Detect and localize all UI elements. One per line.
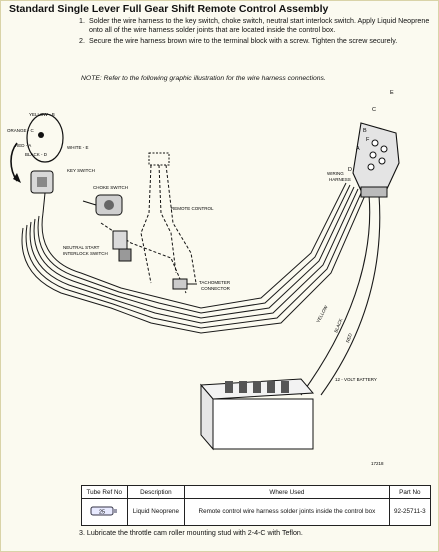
step-number: 1. [79,17,85,25]
description-cell: Liquid Neoprene [126,498,186,526]
column-header: Part No [388,485,432,499]
key-switch [26,113,64,214]
label-choke-switch: CHOKE SWITCH [93,185,128,190]
label-interlock-switch: INTERLOCK SWITCH [63,251,108,256]
label-red: RED - A [15,143,31,148]
step-1: 1. Solder the wire harness to the key sw… [79,17,431,35]
label-white: WHITE - E [67,145,89,150]
table-header-row: Tube Ref No Description Where Used Part … [81,485,432,499]
illustration-note: NOTE: Refer to the following graphic ill… [81,75,326,82]
tube-ref-number: 25 [99,509,105,515]
connector-letter: F [366,137,370,143]
choke-switch [82,194,123,216]
where-used-cell: Remote control wire harness solder joint… [184,498,390,526]
column-header: Tube Ref No [81,485,128,499]
remote-control-lever [100,152,197,294]
label-harness: HARNESS [329,177,351,182]
label-remote-control: REMOTE CONTROL [171,206,214,211]
step-number: 2. [79,37,85,45]
wire-harness-bundle [21,182,367,334]
label-battery: 12 - VOLT BATTERY [335,377,377,382]
page-title: Standard Single Lever Full Gear Shift Re… [9,3,329,15]
label-tachometer: TACHOMETER [199,280,231,285]
connector-letter: E [390,90,394,96]
label-wire-red: RED [345,332,353,343]
step-2: 2. Secure the wire harness brown wire to… [79,37,431,46]
tachometer-connector [172,278,197,290]
parts-table: Tube Ref No Description Where Used Part … [81,485,432,526]
battery-leads [300,194,381,396]
table-row: 25 Liquid Neoprene Remote control wire h… [81,498,432,526]
connector-letter: D [348,167,352,173]
tube-icon: 25 [89,505,119,517]
wiring-illustration: YELLOW - B ORANGE - C RED - A BLACK - D … [7,90,400,466]
label-connector: CONNECTOR [201,286,231,291]
step-3: 3. Lubricate the throttle cam roller mou… [79,529,303,537]
connector-letter: A [356,146,360,152]
connector-letter: B [363,128,367,134]
label-wiring: WIRING [327,171,344,176]
label-yellow: YELLOW - B [29,112,55,117]
column-header: Where Used [184,485,390,499]
battery [199,378,315,451]
tube-ref-cell: 25 [81,498,128,526]
connector-letter: C [372,107,376,113]
column-header: Description [126,485,186,499]
instruction-steps: 1. Solder the wire harness to the key sw… [79,17,431,48]
figure-number: 17218 [371,461,384,466]
label-black: BLACK - D [25,152,48,157]
label-neutral-start: NEUTRAL START [63,245,100,250]
part-no-cell: 92-25711-3 [388,498,432,526]
step-text: Lubricate the throttle cam roller mounti… [86,529,303,537]
label-wire-black: BLACK [333,318,343,334]
label-key-switch: KEY SWITCH [67,168,95,173]
step-number: 3. [79,529,85,537]
harness-plug [352,122,400,198]
arrow-head-icon [13,173,21,183]
neutral-start-switch [112,230,132,262]
step-text: Secure the wire harness brown wire to th… [89,37,398,45]
step-text: Solder the wire harness to the key switc… [89,17,430,34]
label-orange: ORANGE - C [7,128,35,133]
label-wire-yellow: YELLOW [315,304,329,324]
